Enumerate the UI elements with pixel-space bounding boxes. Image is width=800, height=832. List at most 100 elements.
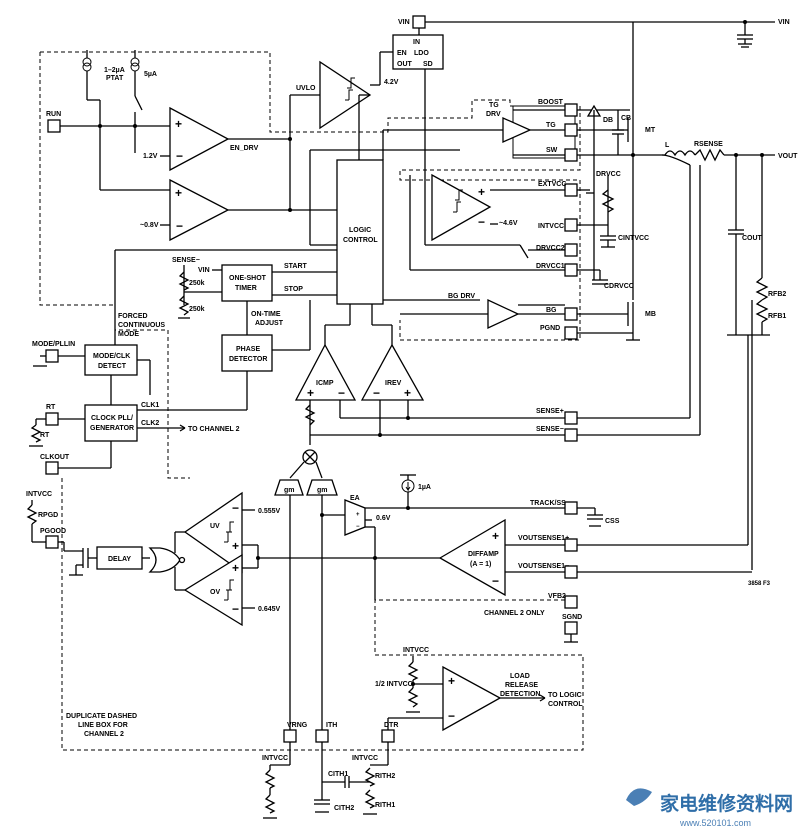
pin-boost (564, 103, 578, 117)
v08-comparator (169, 178, 230, 242)
ov-plus: + (232, 561, 239, 575)
pin-vin (412, 15, 426, 29)
clock-line2: GENERATOR (90, 425, 134, 432)
resistor-lr-a (407, 661, 419, 681)
label-1v2: 1.2V (143, 153, 158, 160)
pin-clkout (45, 461, 59, 475)
label-4v2: 4.2V (384, 79, 399, 86)
extvcc-comparator (431, 173, 492, 242)
resistor-250k-a (178, 271, 190, 291)
label-vin-small: VIN (198, 267, 210, 274)
ldo-name: LDO (414, 50, 429, 57)
label-icmp: ICMP (316, 380, 334, 387)
node-sw (631, 153, 635, 157)
label-rfb2: RFB2 (768, 291, 786, 298)
node-lr (411, 682, 415, 686)
modeclk-line2: DETECT (98, 363, 127, 370)
node-sense-p (406, 416, 410, 420)
label-intvcc-top: INTVCC (403, 647, 429, 654)
label-cith1: CITH1 (328, 771, 348, 778)
resistor-vrng-a (264, 769, 276, 789)
label-track-ss: TRACK/SS (530, 500, 566, 507)
gm1-amplifier (274, 479, 304, 496)
label-drvcc1: DRVCC1 (536, 263, 565, 270)
ldo-en: EN (397, 50, 407, 57)
diffamp-line1: DIFFAMP (468, 551, 499, 558)
label-ptat-1: 1–2µA (104, 67, 125, 74)
label-db: DB (603, 117, 613, 124)
label-l: L (665, 142, 670, 149)
label-sw: SW (546, 147, 558, 154)
lr-line1: LOAD (510, 673, 530, 680)
one-shot-timer-block (221, 264, 273, 302)
resistor-rith1 (364, 789, 376, 809)
uv-minus: − (232, 501, 239, 515)
label-ith: ITH (326, 722, 337, 729)
lr-plus: + (448, 674, 455, 688)
irev-minus: − (373, 386, 380, 400)
label-1ua: 1µA (418, 484, 431, 491)
wire-gm1-mult (289, 461, 305, 479)
oneshot-line1: ONE-SHOT (229, 275, 267, 282)
inductor-l (664, 150, 696, 157)
label-duplicate-1: DUPLICATE DASHED (66, 713, 137, 720)
label-clk2: CLK2 (141, 420, 159, 427)
label-vin-out: VIN (778, 19, 790, 26)
label-cintvcc: CINTVCC (618, 235, 649, 242)
nor-bubble (178, 556, 186, 564)
label-mode: MODE (118, 331, 139, 338)
ext-minus: − (478, 215, 485, 229)
watermark-url: www.520101.com (679, 818, 751, 828)
label-rith1: RITH1 (375, 802, 395, 809)
ext-plus: + (478, 185, 485, 199)
source-5ua-b (130, 62, 140, 72)
pin-vrng (283, 729, 297, 743)
diffamp (438, 518, 506, 597)
wire-sense-p-curve (661, 154, 691, 166)
label-clk1: CLK1 (141, 402, 159, 409)
resistor-rt (30, 424, 42, 443)
ov-minus: − (232, 602, 239, 616)
label-ch2-only: CHANNEL 2 ONLY (484, 610, 545, 617)
label-stop: STOP (284, 286, 303, 293)
label-tg-pin: TG (546, 122, 556, 129)
label-extvcc: EXTVCC (538, 181, 566, 188)
bg-driver-buffer (487, 298, 520, 330)
ldo-in: IN (413, 39, 420, 46)
label-boost: BOOST (538, 99, 564, 106)
icmp-minus: − (338, 386, 345, 400)
dashed-boundary-top (40, 51, 581, 341)
resistor-rfb2 (755, 277, 769, 301)
hysteresis-icon-uv (224, 521, 234, 543)
label-4v6: ~4.6V (499, 220, 518, 227)
clock-pll-generator-block (84, 404, 138, 442)
pin-extvcc (564, 183, 578, 197)
pin-sgnd (564, 621, 578, 635)
label-to-ch2: TO CHANNEL 2 (188, 426, 240, 433)
arrow-to-ch2 (179, 424, 186, 432)
label-drvcc: DRVCC (596, 171, 621, 178)
label-bg: BG (546, 307, 557, 314)
lr-line2: RELEASE (505, 682, 538, 689)
modeclk-line1: MODE/CLK (93, 353, 130, 360)
label-bg-drv: BG DRV (448, 293, 475, 300)
pin-drvcc2 (564, 243, 578, 257)
label-0v645: 0.645V (258, 606, 281, 613)
label-mb: MB (645, 311, 656, 318)
pin-run (47, 119, 61, 133)
watermark-cn: 家电维修资料网 (660, 792, 793, 815)
label-mt: MT (645, 127, 656, 134)
label-rt-res: RT (40, 432, 50, 439)
multiplier-x-icon (304, 451, 316, 463)
ptat-source-a (82, 57, 92, 67)
hysteresis-icon-ov (224, 579, 234, 601)
uv-plus: + (232, 539, 239, 553)
en-plus: + (175, 117, 182, 131)
pin-bg (564, 307, 578, 321)
label-rfb1: RFB1 (768, 313, 786, 320)
irev-comparator (360, 343, 425, 401)
resistor-250k-b (178, 295, 190, 316)
label-to-logic-2: CONTROL (548, 701, 583, 708)
node-08 (288, 208, 292, 212)
